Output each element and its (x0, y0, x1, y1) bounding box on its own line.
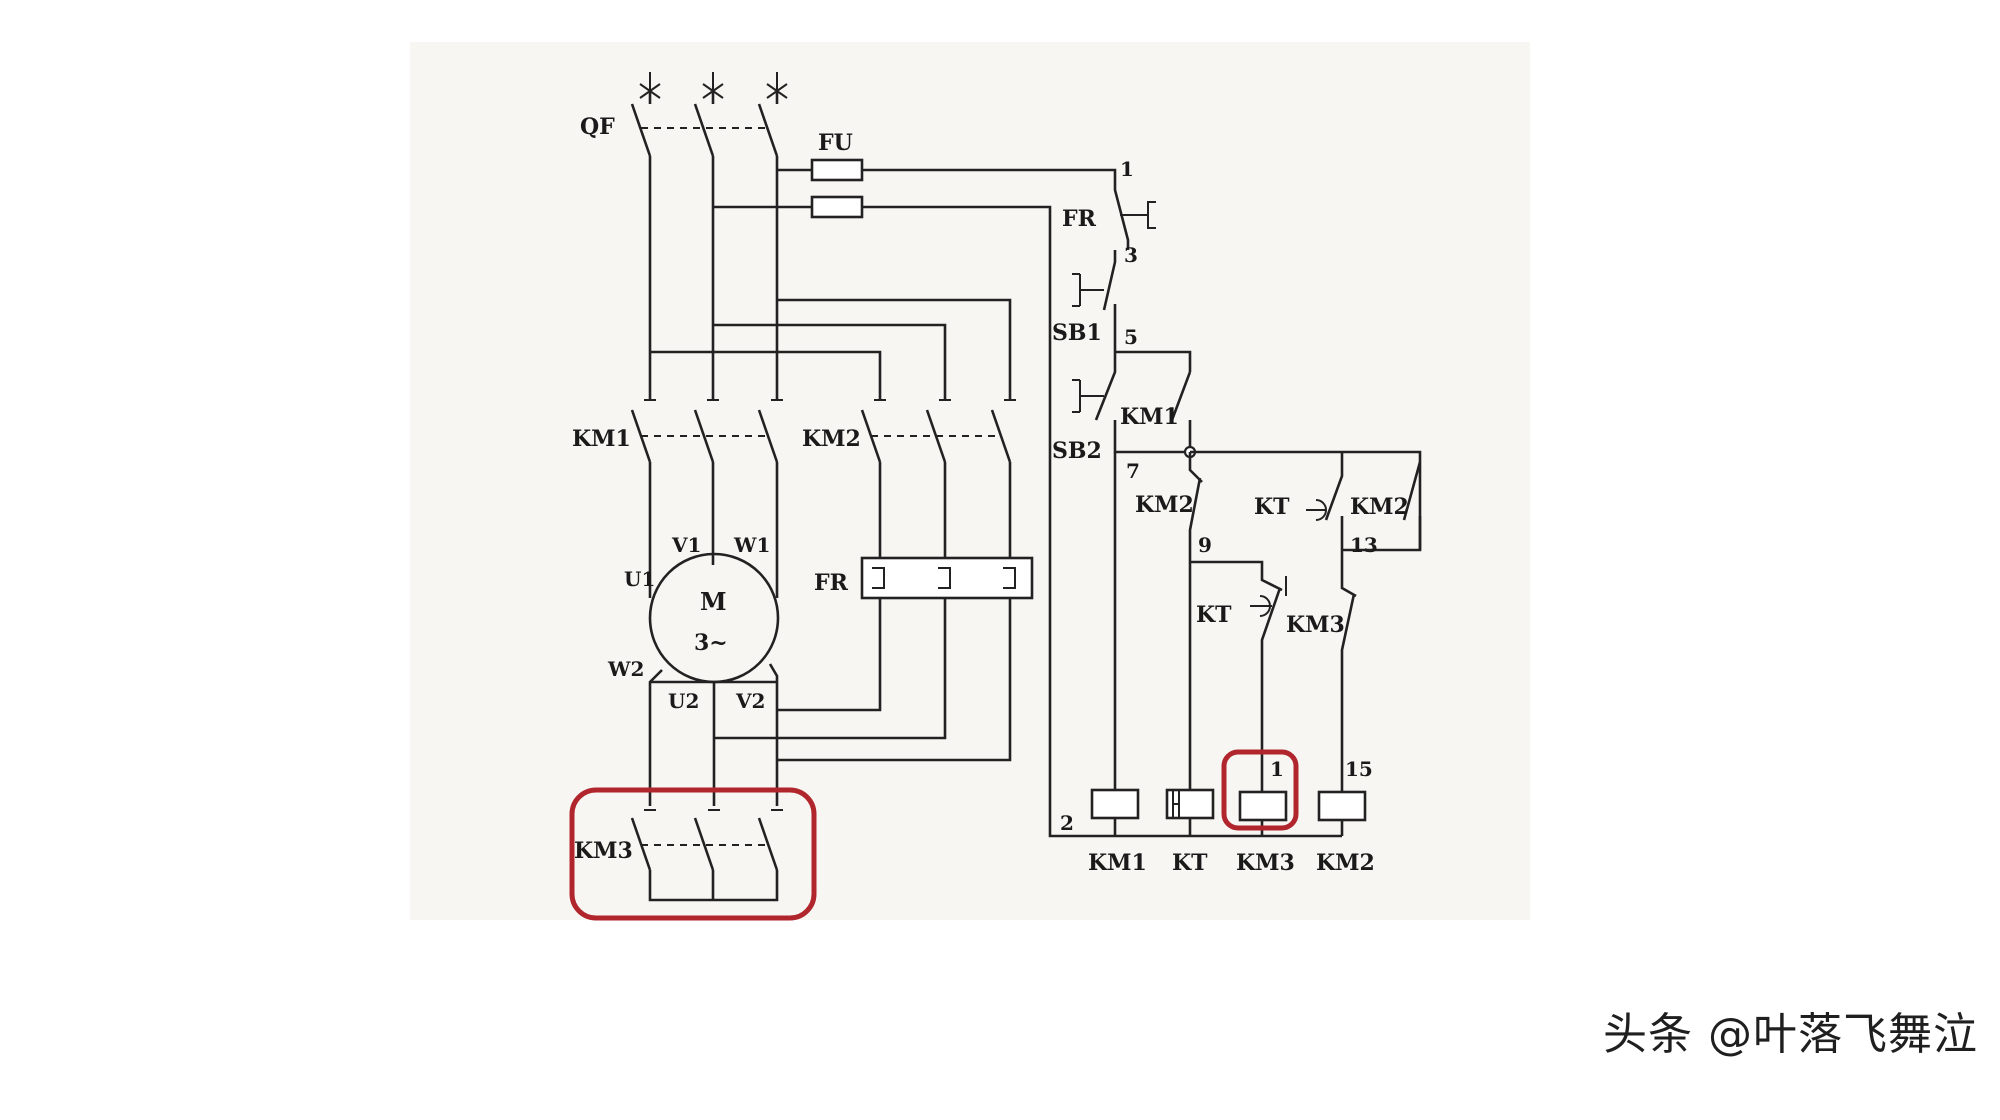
paper-background (410, 42, 1530, 920)
watermark: 头条 @叶落飞舞泣 (1603, 1009, 1978, 1060)
w1-label: W1 (733, 533, 770, 557)
fr-control-label: FR (1062, 206, 1097, 232)
coil-km2-label: KM2 (1316, 850, 1375, 876)
kt-no-label: KT (1254, 494, 1290, 520)
w2-label: W2 (607, 657, 644, 681)
coil-kt-label: KT (1172, 850, 1208, 876)
km3-nc-contact: KM3 (1286, 560, 1357, 792)
node-15: 15 (1345, 757, 1373, 781)
km3-star-contacts: KM3 (574, 809, 783, 902)
node-13: 13 (1350, 533, 1378, 557)
coils (1048, 788, 1367, 838)
km2-nc-contact: KM2 (1135, 452, 1203, 790)
main-circuit: QF KM1 KM2 M 3 (572, 72, 1034, 902)
sb1-label: SB1 (1052, 320, 1102, 346)
km3-power-label: KM3 (574, 838, 633, 864)
sb1-stop-button: SB1 5 (1052, 250, 1138, 352)
km3-nc-label: KM3 (1286, 612, 1345, 638)
coil-km3 (1238, 790, 1288, 822)
sb2-label: SB2 (1052, 438, 1102, 464)
km2-power-label: KM2 (802, 426, 861, 452)
fu-fuses: FU (713, 130, 1117, 812)
km1-main-contacts: KM1 (572, 409, 779, 463)
highlight-km3-power (569, 787, 817, 921)
motor: M 3~ U1 V1 W1 W2 U2 V2 (607, 533, 780, 713)
v2-label: V2 (735, 689, 765, 713)
km2-nc-label: KM2 (1135, 492, 1194, 518)
highlight-km3-coil (1221, 749, 1299, 831)
km2-no-contact: KM2 (1342, 461, 1422, 552)
supply-terminals (639, 72, 788, 99)
coil-km3-label: KM3 (1236, 850, 1295, 876)
control-circuit: FU FR 1 3 SB1 5 SB2 KM1 (713, 130, 1422, 876)
km1-power-label: KM1 (572, 426, 631, 452)
km1-aux-contact: KM1 (1120, 371, 1192, 452)
v1-label: V1 (671, 533, 701, 557)
u1-label: U1 (624, 567, 655, 591)
node-2: 2 (1060, 811, 1074, 835)
qf-label: QF (580, 114, 615, 140)
node-5: 5 (1124, 325, 1138, 349)
node-7: 7 (1126, 459, 1140, 483)
fu-label: FU (818, 130, 853, 156)
motor-m-label: M (700, 587, 727, 616)
motor-phase-label: 3~ (694, 630, 728, 656)
sb2-start-button: SB2 (1052, 350, 1192, 464)
kt-no-contact: KT (1254, 462, 1344, 560)
qf-breaker: QF (580, 92, 779, 157)
node-1: 1 (1120, 157, 1134, 181)
node-3: 3 (1124, 243, 1138, 267)
coil-km1 (1090, 788, 1140, 820)
kt-nc-label: KT (1196, 602, 1232, 628)
km2-no-label: KM2 (1350, 494, 1409, 520)
coil-km1-label: KM1 (1088, 850, 1147, 876)
fr-thermal-relay: FR (814, 556, 1034, 600)
fr-power-label: FR (814, 570, 849, 596)
km1-aux-label: KM1 (1120, 404, 1179, 430)
coil-km2 (1317, 790, 1367, 822)
fr-nc-contact: FR 1 3 (1062, 157, 1156, 267)
kt-nc-contact: KT (1196, 572, 1287, 792)
node-11: 1 (1270, 757, 1284, 781)
node-9: 9 (1198, 533, 1212, 557)
km2-main-contacts: KM2 (802, 409, 1012, 463)
u2-label: U2 (668, 689, 699, 713)
